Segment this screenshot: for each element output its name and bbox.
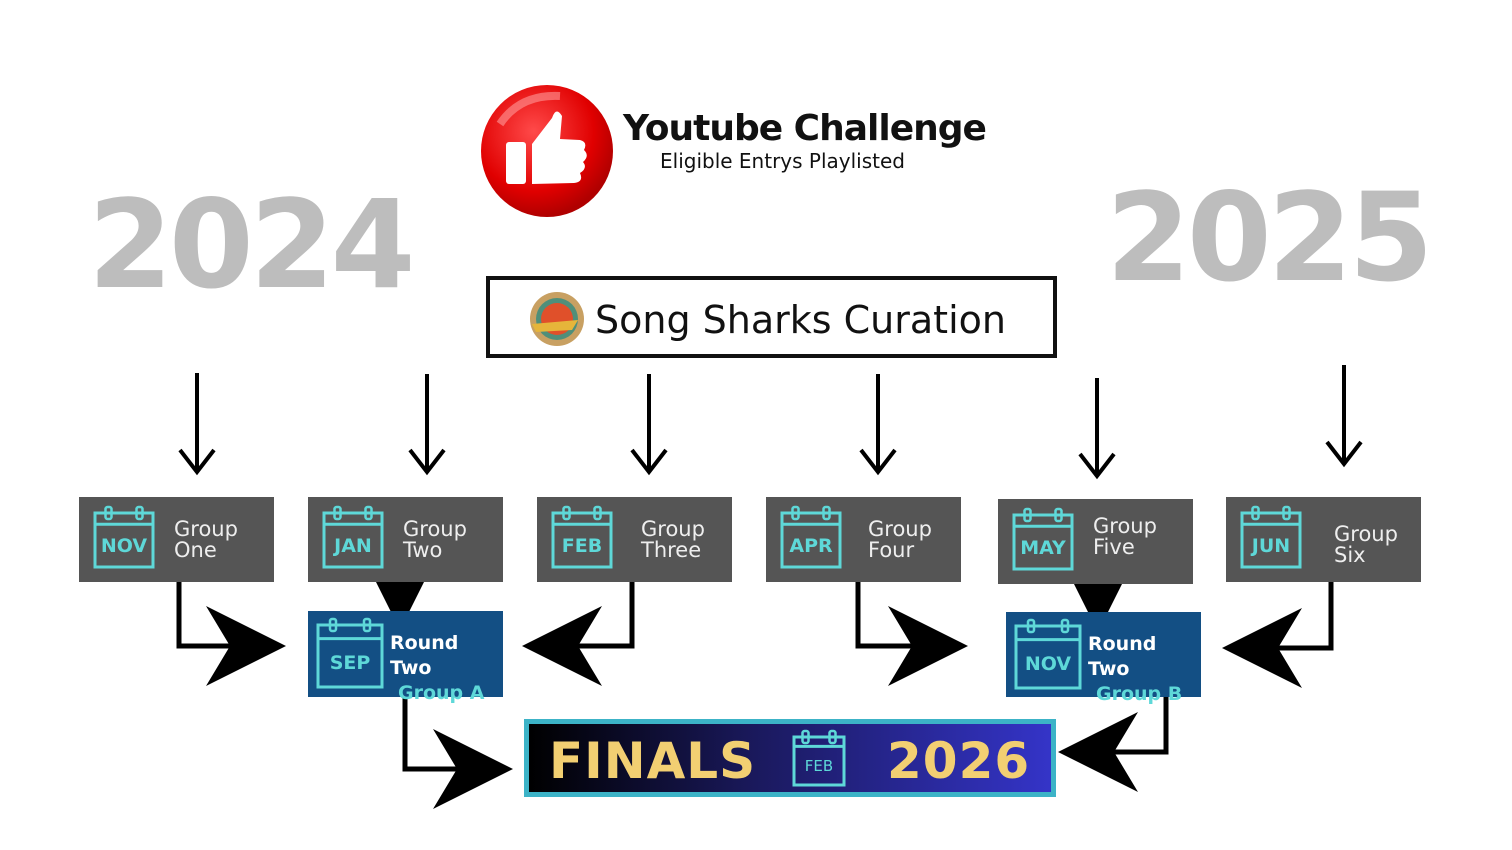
calendar-outline — [322, 505, 384, 569]
thumbs-up-icon — [481, 85, 613, 217]
group-name: Three — [641, 538, 702, 562]
page-title: Youtube Challenge — [623, 108, 987, 149]
calendar-icon: JAN — [322, 505, 384, 569]
round-group-label: Group B — [1096, 683, 1183, 705]
group-label: Group — [174, 517, 238, 541]
down-arrow — [859, 374, 897, 476]
calendar-outline — [792, 729, 846, 787]
round-label: Round Two — [1088, 633, 1157, 680]
year-2024-label: 2024 — [88, 174, 416, 316]
group-label: Group — [403, 517, 467, 541]
calendar-icon: JUN — [1240, 505, 1302, 569]
page-subtitle: Eligible Entrys Playlisted — [660, 149, 905, 173]
calendar-icon: MAY — [1012, 507, 1074, 571]
year-2025-label: 2025 — [1106, 167, 1434, 309]
month-label: NOV — [100, 535, 148, 557]
group-label: Group — [1334, 522, 1398, 546]
calendar-outline — [551, 505, 613, 569]
month-label: JUN — [1251, 535, 1291, 557]
calendar-icon: FEB — [792, 729, 846, 787]
group-name: Four — [868, 538, 915, 562]
group-label: Group — [641, 517, 705, 541]
calendar-icon: NOV — [93, 505, 155, 569]
calendar-outline — [316, 617, 384, 689]
calendar-icon: FEB — [551, 505, 613, 569]
month-label: JAN — [334, 535, 372, 557]
down-arrow — [1078, 378, 1116, 480]
group-label: Group — [1093, 514, 1157, 538]
down-arrow — [630, 374, 668, 476]
calendar-outline — [1240, 505, 1302, 569]
calendar-icon: APR — [780, 505, 842, 569]
down-arrow — [408, 374, 446, 476]
month-label: MAY — [1020, 537, 1066, 559]
calendar-icon: NOV — [1014, 618, 1082, 690]
calendar-outline — [1012, 507, 1074, 571]
finals-banner: FINALS FEB 2026 — [524, 719, 1056, 797]
elbow-arrow-group-a — [402, 697, 513, 809]
calendar-outline — [93, 505, 155, 569]
finals-year: 2026 — [887, 732, 1031, 790]
elbow-arrow-group-b — [1058, 680, 1169, 792]
month-label: SEP — [329, 652, 371, 674]
elbow-arrow-group-one — [176, 582, 286, 686]
month-label: FEB — [804, 757, 834, 775]
month-label: APR — [789, 535, 833, 557]
group-name: Five — [1093, 535, 1135, 559]
down-arrow — [178, 373, 216, 476]
elbow-arrow-group-four — [855, 582, 968, 686]
group-name: One — [174, 538, 217, 562]
song-sharks-logo-icon — [530, 292, 584, 346]
group-name: Six — [1334, 543, 1366, 567]
calendar-outline — [1014, 618, 1082, 690]
elbow-arrow-group-three — [522, 575, 635, 686]
group-name: Two — [403, 538, 443, 562]
month-label: NOV — [1024, 653, 1072, 675]
curation-banner: Song Sharks Curation — [486, 276, 1057, 358]
round-label: Round Two — [390, 632, 459, 679]
group-label: Group — [868, 517, 932, 541]
round-group-label: Group A — [398, 682, 485, 704]
down-arrow — [1325, 365, 1363, 468]
calendar-outline — [780, 505, 842, 569]
month-label: FEB — [561, 535, 603, 557]
finals-label: FINALS — [549, 732, 757, 790]
elbow-arrow-group-six — [1222, 582, 1334, 688]
curation-label: Song Sharks Curation — [595, 298, 1006, 342]
calendar-icon: SEP — [316, 617, 384, 689]
